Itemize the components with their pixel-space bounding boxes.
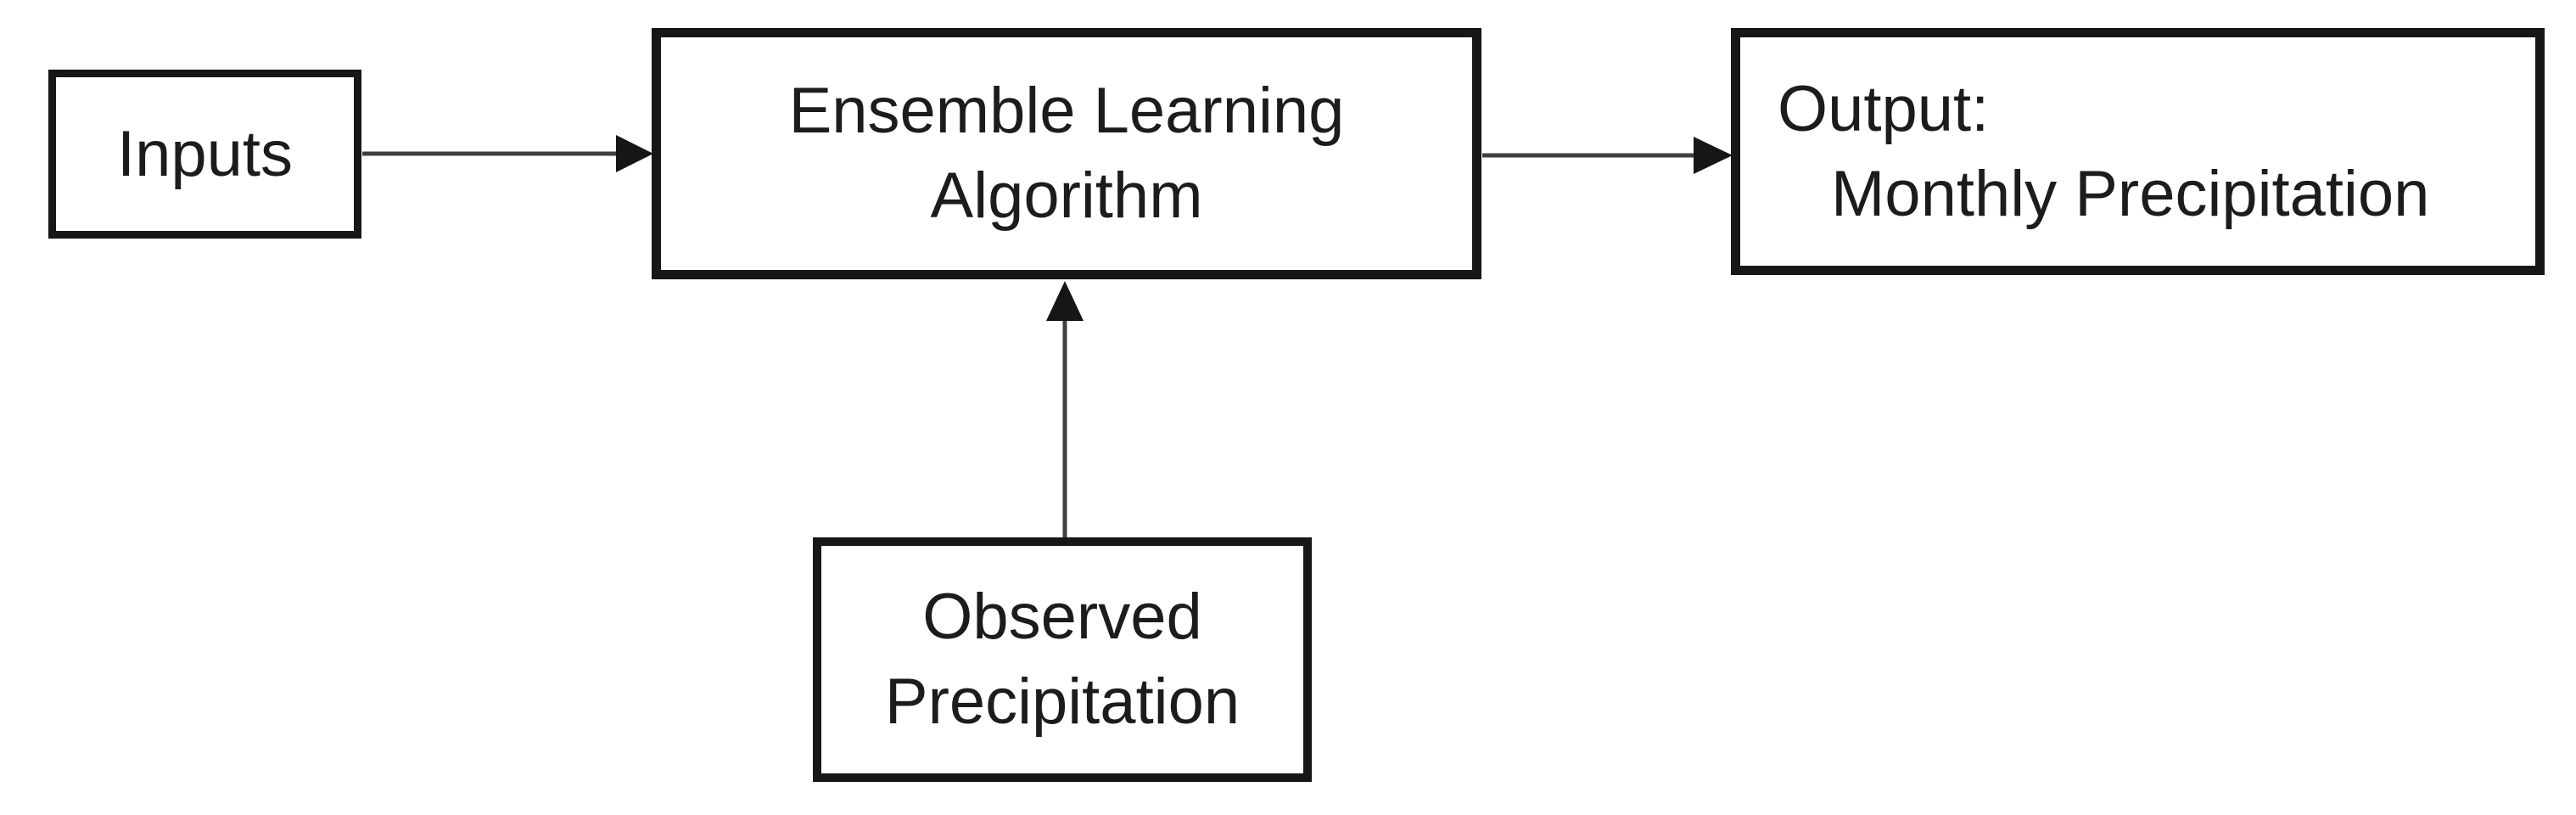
node-observed-label-line2: Precipitation <box>884 666 1240 738</box>
arrowhead-right-icon <box>1694 137 1733 174</box>
arrow-inputs-to-ensemble <box>362 135 653 172</box>
arrow-observed-to-ensemble <box>1046 281 1084 537</box>
node-observed-precipitation: Observed Precipitation <box>813 537 1312 782</box>
node-output-monthly-precipitation: Output: Monthly Precipitation <box>1731 28 2545 275</box>
node-inputs: Inputs <box>48 70 361 239</box>
node-ensemble-learning-algorithm: Ensemble Learning Algorithm <box>652 28 1481 279</box>
node-ensemble-label-line1: Ensemble Learning <box>788 75 1345 147</box>
node-ensemble-label-line2: Algorithm <box>930 160 1203 232</box>
arrowhead-up-icon <box>1046 281 1084 321</box>
node-output-label-line1: Output: <box>1778 72 1990 145</box>
arrowhead-right-icon <box>616 135 653 172</box>
node-output-label-line2: Monthly Precipitation <box>1831 157 2430 230</box>
node-observed-label-line1: Observed <box>922 581 1202 653</box>
node-inputs-label: Inputs <box>116 117 294 190</box>
arrow-ensemble-to-output <box>1482 137 1733 174</box>
